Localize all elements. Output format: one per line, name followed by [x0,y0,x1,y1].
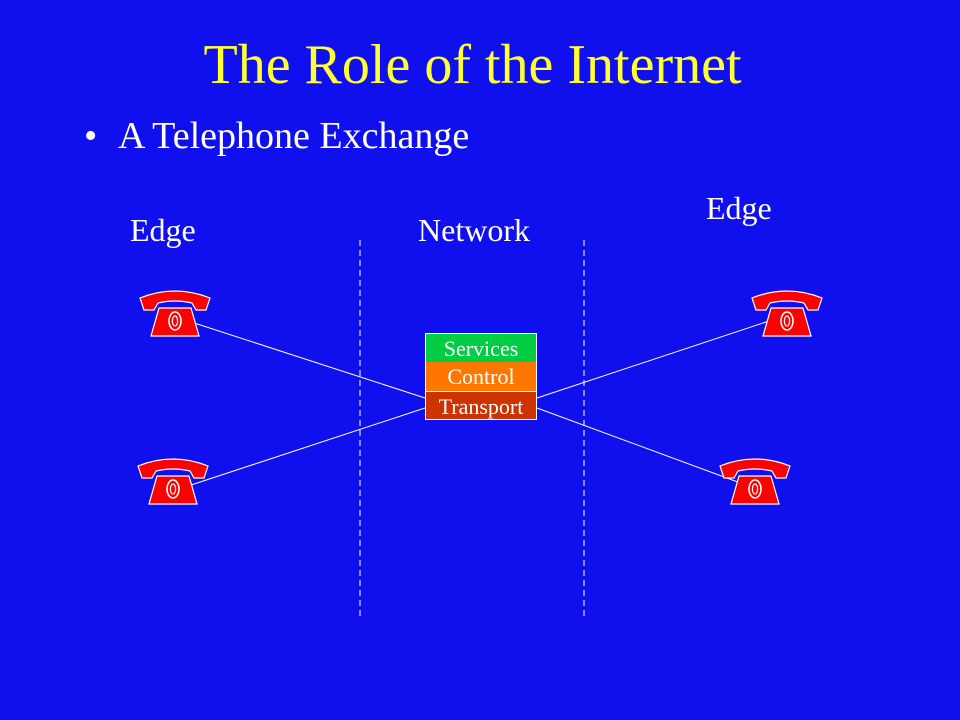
slide-title: The Role of the Internet [203,34,742,96]
telephone-icon [139,290,211,337]
link-bottom-left [184,407,426,488]
telephone-icon [719,458,791,505]
telephone-icon [137,458,209,505]
link-top-left [184,319,426,399]
transport-layer: Transport [425,391,537,420]
bullet-item: • A Telephone Exchange [84,110,469,162]
bullet-text: A Telephone Exchange [118,115,470,157]
services-layer: Services [425,333,537,362]
network-label: Network [418,212,530,248]
control-layer: Control [425,362,537,391]
bullet-marker: • [84,115,98,157]
link-bottom-right [536,407,755,489]
edge-right-label: Edge [706,190,772,226]
telephone-icon [751,290,823,337]
link-top-right [536,317,779,399]
edge-left-label: Edge [130,212,196,248]
